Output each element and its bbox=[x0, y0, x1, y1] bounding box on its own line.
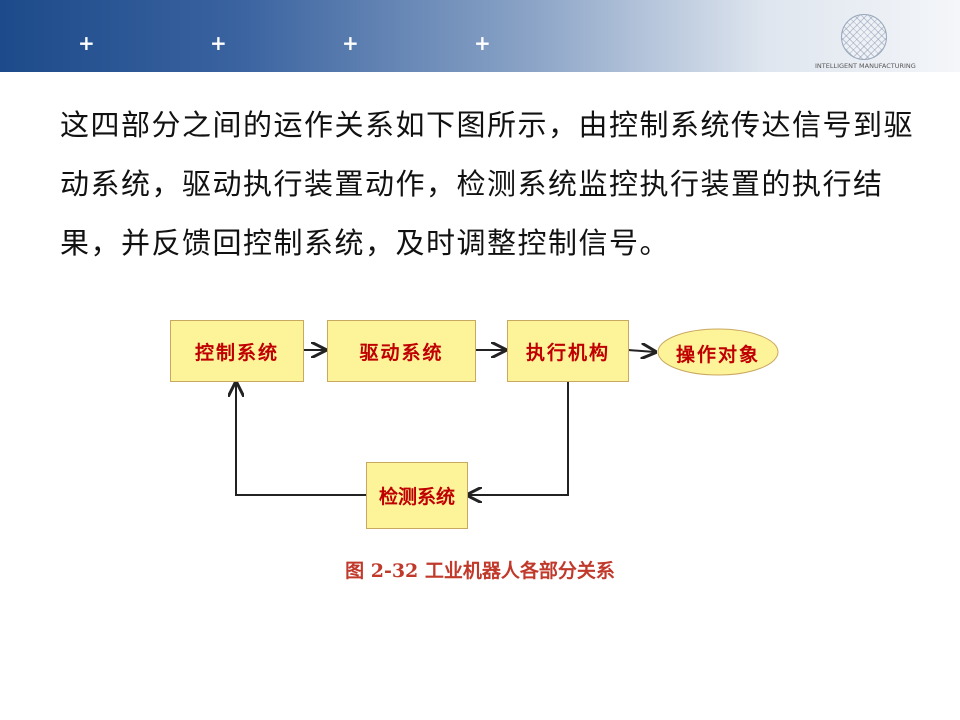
arrow-actuator-to-detection bbox=[468, 381, 569, 495]
plus-icon: + bbox=[78, 31, 95, 55]
logo-text: INTELLIGENT MANUFACTURING bbox=[815, 62, 916, 70]
plus-icon: + bbox=[342, 31, 359, 55]
globe-logo-icon bbox=[841, 14, 887, 60]
plus-icon: + bbox=[210, 31, 227, 55]
node-detection-system: 检测系统 bbox=[366, 462, 468, 529]
node-actuator: 执行机构 bbox=[507, 320, 629, 382]
body-paragraph: 这四部分之间的运作关系如下图所示，由控制系统传达信号到驱动系统，驱动执行装置动作… bbox=[60, 108, 915, 260]
arrow-actuator-to-object bbox=[627, 350, 655, 352]
object-ellipse bbox=[657, 328, 779, 376]
header-banner: + + + + INTELLIGENT MANUFACTURING bbox=[0, 0, 960, 72]
figure-caption: 图 2-32 工业机器人各部分关系 bbox=[345, 560, 615, 582]
arrow-detection-to-control bbox=[236, 383, 366, 496]
node-control-system: 控制系统 bbox=[170, 320, 304, 382]
node-operation-object: 操作对象 bbox=[675, 343, 760, 366]
plus-icon: + bbox=[474, 31, 491, 55]
node-drive-system: 驱动系统 bbox=[327, 320, 476, 382]
